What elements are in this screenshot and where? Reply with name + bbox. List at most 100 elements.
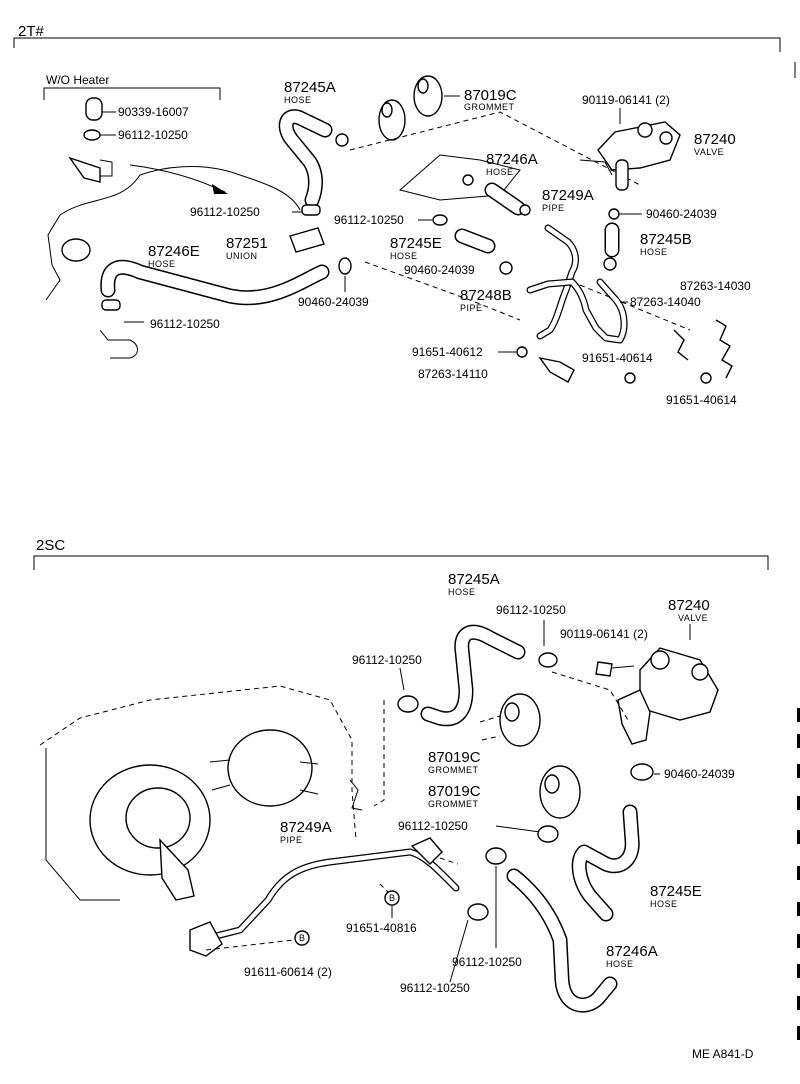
cap-part [85,97,103,121]
label-87249a-top: 87249A [542,187,594,204]
hose-fill [456,230,494,252]
clamp-part [301,204,321,216]
sub-grommet: GROMMET [428,765,479,775]
label-87248b: 87248B [460,287,512,304]
label-90460-24039-a: 90460-24039 [646,207,717,221]
leader-line [399,667,405,691]
bolt-b-marker [384,890,400,906]
label-91611-60614: 91611-60614 (2) [244,965,332,979]
clamp-part [397,695,419,713]
bolt-part [595,661,613,677]
clamp-part [101,299,121,311]
valve-87240-bottom [617,647,719,745]
sub-valve: VALVE [678,613,708,623]
label-90460-24039-d: 90460-24039 [664,767,735,781]
hose-fill [101,261,328,304]
circle-b-label: B [389,893,396,903]
clip-part [499,261,513,275]
dash-leader [579,284,691,331]
clamp-part [83,129,101,141]
dash-leader [349,111,641,186]
label-96112-10250-a: 96112-10250 [118,128,188,142]
union-fitting [68,156,101,183]
sub-hose: HOSE [640,247,668,257]
dash-leader [205,939,295,951]
label-96112-10250-b: 96112-10250 [190,205,260,219]
pipe-fill [527,279,627,343]
pipe-fill [205,849,459,941]
clamp-part [538,652,558,668]
label-91651-40614-b: 91651-40614 [666,393,737,407]
clip-part [608,208,620,220]
footer-code: ME A841-D [692,1047,754,1061]
grommet-87019c-bottom-a [499,693,541,747]
pipe-bracket [410,837,443,865]
clamp-part [432,214,448,226]
sub-pipe: PIPE [280,835,303,845]
engine-block-2sc [39,685,363,901]
engine-outline-top [59,166,301,216]
sub-valve: VALVE [694,147,724,157]
section-title-2t: 2T# [18,23,45,40]
label-87251: 87251 [226,235,268,252]
section-bracket-2sc [33,555,769,570]
label-87240-bottom: 87240 [668,597,710,614]
bracket-87263-14110 [538,356,575,383]
sub-hose: HOSE [606,959,634,969]
label-96112-10250-g: 96112-10250 [398,819,468,833]
label-90460-24039-b: 90460-24039 [298,295,369,309]
bracket-plate [398,154,521,201]
dash-leader [551,671,629,721]
hose-fill [280,110,331,206]
clamp-part [462,174,474,186]
label-90460-24039-c: 90460-24039 [404,263,475,277]
hose-fill [422,626,524,725]
engine-outlet [99,329,138,359]
arrow-head [212,184,228,194]
label-96112-10250-d: 96112-10250 [150,317,220,331]
bolt-part [516,346,528,358]
label-87263-14110: 87263-14110 [418,367,488,381]
label-87240-top: 87240 [694,131,736,148]
sub-hose: HOSE [284,95,312,105]
circle-b-label: B [299,933,306,943]
label-87245b: 87245B [640,231,692,248]
sub-hose: HOSE [650,899,678,909]
clip-part [603,257,617,271]
label-87246e: 87246E [148,243,200,260]
section-title-2sc: 2SC [36,537,65,554]
sub-union: UNION [226,251,258,261]
label-90119-06141-top: 90119-06141 (2) [582,93,670,107]
label-96112-10250-i: 96112-10250 [400,981,470,995]
label-96112-10250-c: 96112-10250 [334,213,404,227]
section-bracket-2t [13,37,781,52]
engine-outline-left [45,214,61,301]
clip-part [630,763,654,781]
label-96112-10250-h: 96112-10250 [452,955,522,969]
sub-grommet: GROMMET [428,799,479,809]
label-91651-40612: 91651-40612 [412,345,483,359]
label-96112-10250-f: 96112-10250 [352,653,422,667]
label-87019c-bottom-a: 87019C [428,749,481,766]
sub-hose: HOSE [148,259,176,269]
wo-heater-label: W/O Heater [46,73,109,87]
label-87246a-top: 87246A [486,151,538,168]
clamp-87263-14030 [715,319,733,379]
dash-leader [364,261,521,321]
grommet-87019c-top [378,75,443,141]
hose-fill [508,870,616,1011]
section-2sc: 2SC 87245A HOSE 96112-10250 87240 VALVE [33,537,800,1061]
margin-marks [797,708,800,1040]
bolt-shaft [611,665,635,669]
union-87251 [289,227,325,253]
sub-hose: HOSE [448,587,476,597]
label-87245e-top: 87245E [390,235,442,252]
clamp-part [519,204,531,216]
dash-leader [479,715,501,741]
wo-heater-bracket [43,87,221,100]
label-87019c-top: 87019C [464,87,517,104]
hose-fill [573,806,639,920]
label-91651-40614-a: 91651-40614 [582,351,653,365]
valve-87240-top [579,121,681,191]
